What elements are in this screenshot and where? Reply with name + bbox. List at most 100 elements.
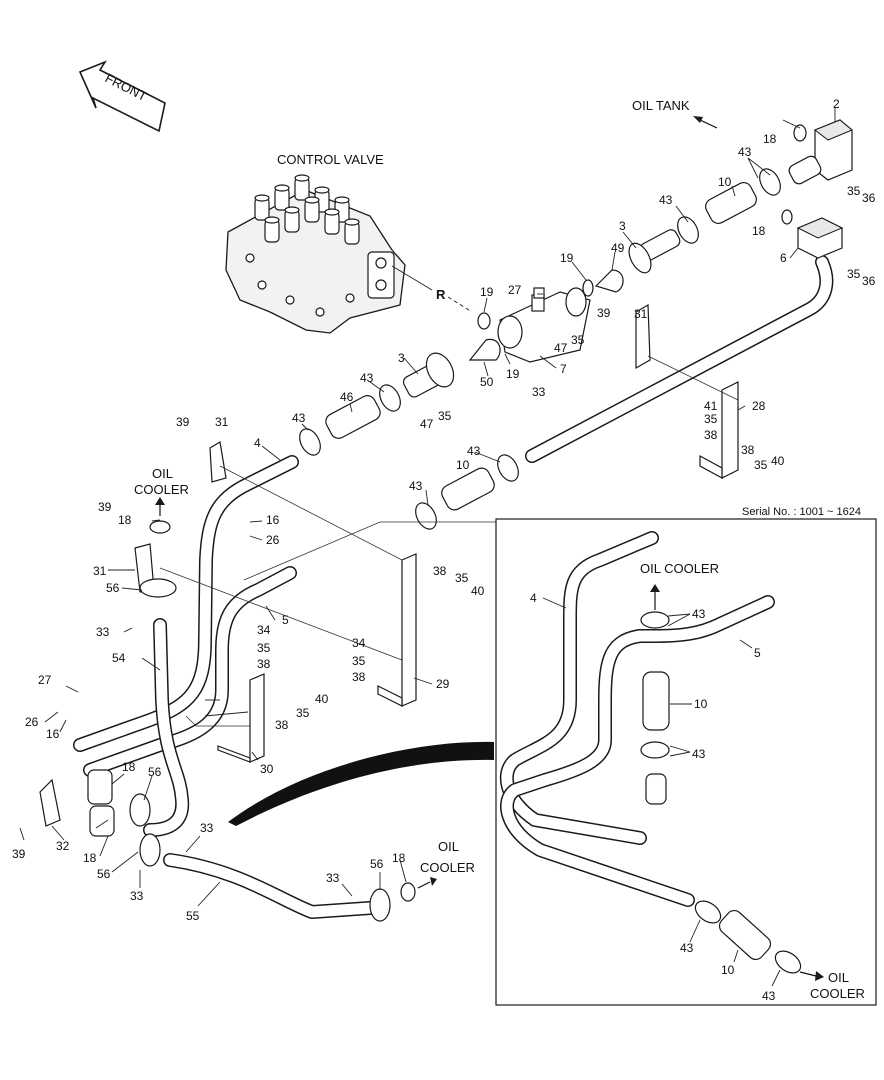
part-number-3: 3 bbox=[398, 351, 405, 365]
part-number-18: 18 bbox=[763, 132, 777, 146]
pipe-3-lower bbox=[402, 352, 455, 398]
part-number-36: 36 bbox=[862, 191, 876, 205]
inset-oil-cooler-top: OIL COOLER bbox=[640, 561, 719, 576]
pipe-6 bbox=[525, 255, 834, 463]
part-number-10: 10 bbox=[694, 697, 708, 711]
oil-tank-label: OIL TANK bbox=[632, 98, 690, 113]
inset-clamp-43-c bbox=[694, 900, 722, 924]
part-number-43: 43 bbox=[467, 444, 481, 458]
flange-56-c bbox=[139, 833, 161, 867]
part-number-47: 47 bbox=[420, 417, 434, 431]
oring-19-b bbox=[582, 279, 594, 297]
hose-54 bbox=[143, 618, 190, 837]
inset-clamp-43-b bbox=[640, 741, 670, 759]
valve-spool-cap bbox=[254, 194, 270, 221]
part-number-18: 18 bbox=[122, 760, 136, 774]
part-number-43: 43 bbox=[409, 479, 423, 493]
part-number-29: 29 bbox=[436, 677, 450, 691]
part-number-35: 35 bbox=[571, 333, 585, 347]
oring-18-upper bbox=[793, 124, 807, 142]
clamp-43-d bbox=[299, 428, 321, 456]
part-number-38: 38 bbox=[352, 670, 366, 684]
part-number-30: 30 bbox=[260, 762, 274, 776]
valve-spool-cap bbox=[274, 184, 290, 211]
part-number-26: 26 bbox=[25, 715, 39, 729]
part-number-10: 10 bbox=[721, 963, 735, 977]
part-number-56: 56 bbox=[370, 857, 384, 871]
valve-spool-cap bbox=[294, 174, 310, 201]
part-number-27: 27 bbox=[38, 673, 52, 687]
part-number-10: 10 bbox=[456, 458, 470, 472]
part-number-56: 56 bbox=[106, 581, 120, 595]
part-number-16: 16 bbox=[46, 727, 60, 741]
plug-27 bbox=[533, 287, 545, 299]
valve-49 bbox=[594, 269, 624, 293]
part-number-43: 43 bbox=[292, 411, 306, 425]
part-number-6: 6 bbox=[780, 251, 787, 265]
part-number-26: 26 bbox=[266, 533, 280, 547]
part-number-38: 38 bbox=[275, 718, 289, 732]
part-number-18: 18 bbox=[752, 224, 766, 238]
inset-hose-10-lower bbox=[718, 909, 772, 961]
inset-clamp-43-a bbox=[640, 611, 670, 629]
part-number-31: 31 bbox=[93, 564, 107, 578]
part-number-10: 10 bbox=[718, 175, 732, 189]
part-number-4: 4 bbox=[254, 436, 261, 450]
part-number-33: 33 bbox=[532, 385, 546, 399]
bracket-28 bbox=[699, 381, 739, 480]
port-r-label: R bbox=[436, 287, 446, 302]
part-number-43: 43 bbox=[692, 607, 706, 621]
part-number-38: 38 bbox=[433, 564, 447, 578]
part-number-40: 40 bbox=[315, 692, 329, 706]
oil-cooler-bottom-line1: OIL bbox=[438, 839, 459, 854]
inset-oil-cooler-bottom-line2: COOLER bbox=[810, 986, 865, 1001]
bracket-30 bbox=[217, 673, 265, 763]
part-number-56: 56 bbox=[148, 765, 162, 779]
oil-cooler-arrow-left bbox=[155, 497, 165, 516]
oil-tank-arrow bbox=[693, 116, 718, 129]
oil-cooler-arrow-bottom bbox=[417, 877, 437, 889]
part-number-43: 43 bbox=[692, 747, 706, 761]
part-number-19: 19 bbox=[560, 251, 574, 265]
oil-cooler-left-line1: OIL bbox=[152, 466, 173, 481]
part-number-38: 38 bbox=[741, 443, 755, 457]
part-number-43: 43 bbox=[762, 989, 776, 1003]
oring-18-oilcooler bbox=[149, 520, 171, 534]
inset-oil-cooler-arrow-top bbox=[650, 584, 660, 610]
part-number-28: 28 bbox=[752, 399, 766, 413]
oil-cooler-left-line2: COOLER bbox=[134, 482, 189, 497]
part-number-34: 34 bbox=[257, 623, 271, 637]
part-number-46: 46 bbox=[340, 390, 354, 404]
part-number-35: 35 bbox=[847, 267, 861, 281]
part-number-40: 40 bbox=[471, 584, 485, 598]
part-number-3: 3 bbox=[619, 219, 626, 233]
part-number-18: 18 bbox=[118, 513, 132, 527]
part-number-7: 7 bbox=[560, 362, 567, 376]
clamp-43-f bbox=[415, 502, 437, 530]
hose-10-lower bbox=[441, 467, 495, 511]
flange-18-b bbox=[89, 805, 115, 837]
part-number-55: 55 bbox=[186, 909, 200, 923]
part-number-19: 19 bbox=[480, 285, 494, 299]
part-number-4: 4 bbox=[530, 591, 537, 605]
inset-oil-cooler-bottom-line1: OIL bbox=[828, 970, 849, 985]
part-number-5: 5 bbox=[282, 613, 289, 627]
part-number-35: 35 bbox=[754, 458, 768, 472]
part-number-35: 35 bbox=[296, 706, 310, 720]
control-valve-label: CONTROL VALVE bbox=[277, 152, 384, 167]
hose-46 bbox=[325, 395, 381, 439]
part-number-19: 19 bbox=[506, 367, 520, 381]
part-number-33: 33 bbox=[96, 625, 110, 639]
valve-spool-cap bbox=[304, 196, 320, 223]
part-number-43: 43 bbox=[659, 193, 673, 207]
part-number-43: 43 bbox=[738, 145, 752, 159]
part-number-33: 33 bbox=[326, 871, 340, 885]
flange-18-a bbox=[87, 769, 113, 805]
part-number-31: 31 bbox=[634, 307, 648, 321]
part-number-5: 5 bbox=[754, 646, 761, 660]
part-number-50: 50 bbox=[480, 375, 494, 389]
inset-pipe-5 bbox=[500, 595, 775, 907]
